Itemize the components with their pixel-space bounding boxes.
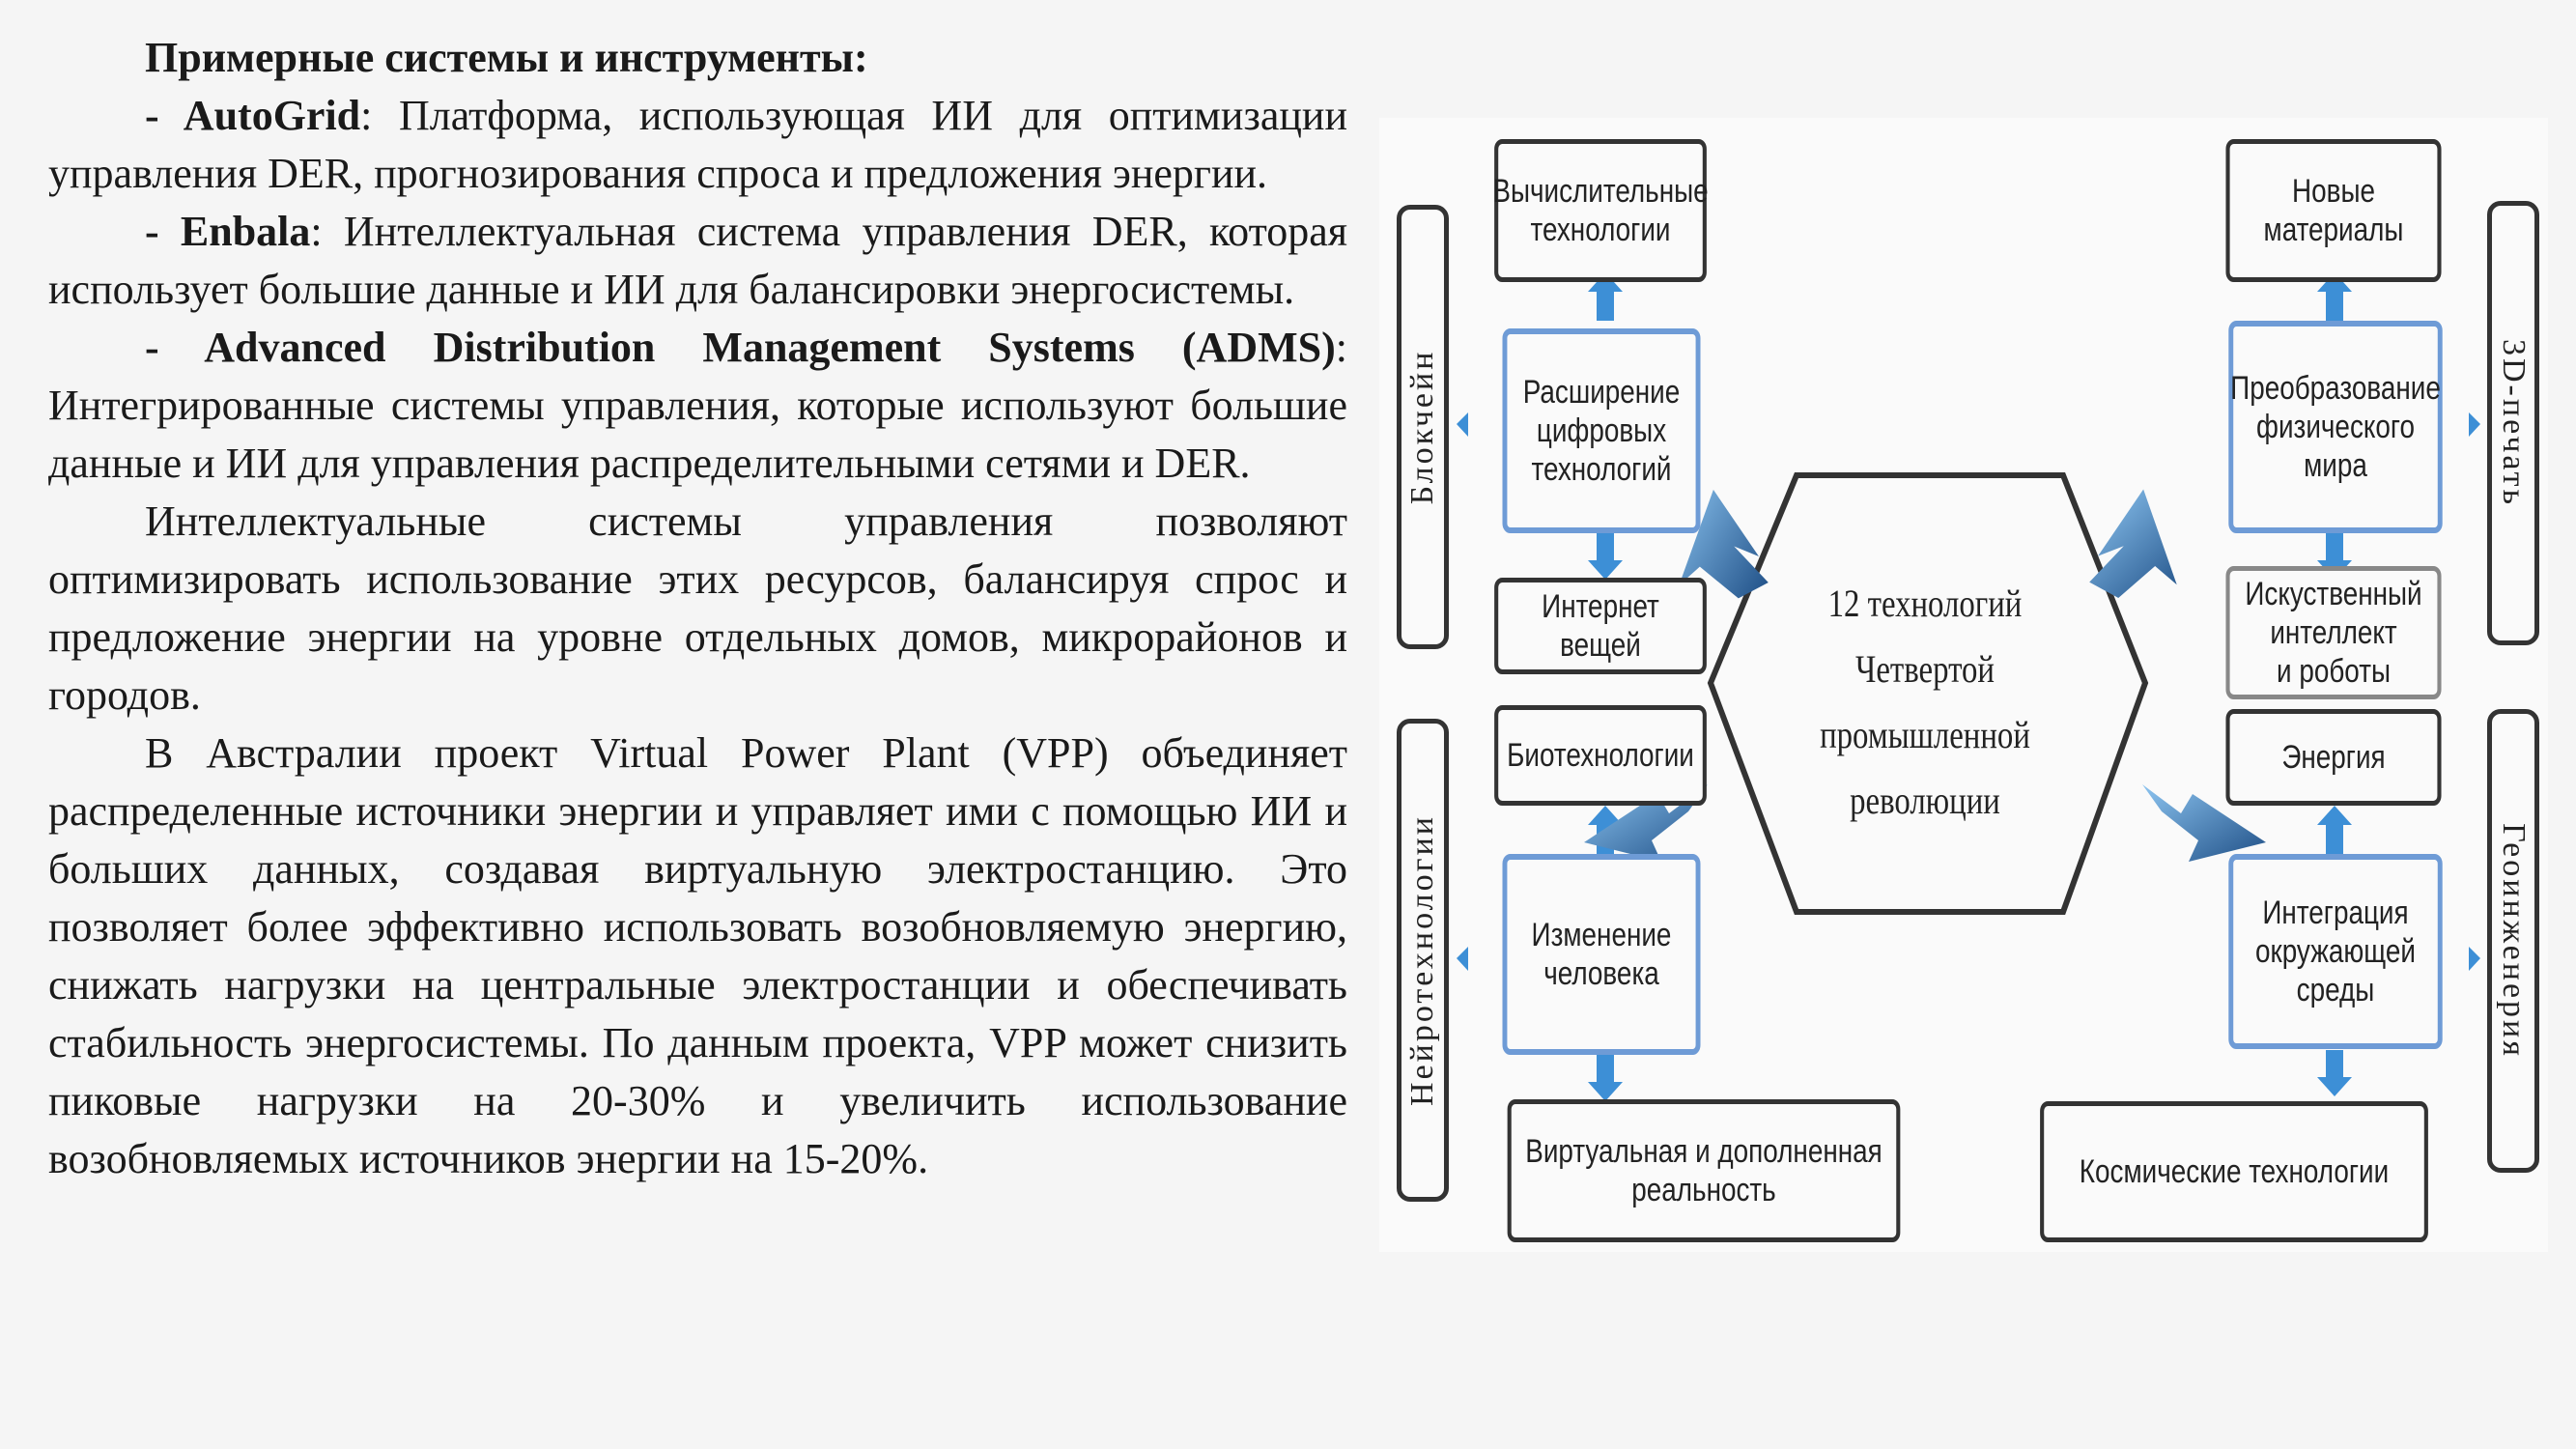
adms-term: - Advanced Distribution Management Syste… [145, 324, 1336, 371]
arrow-down-iot-head-icon [1588, 560, 1623, 580]
new-materials-label: Новые материалы [2263, 172, 2404, 248]
autogrid-term: - AutoGrid [145, 92, 361, 139]
paragraph-intelligent-systems: Интеллектуальные системы управления позв… [48, 497, 1347, 719]
biotech-box: Биотехнологии [1494, 705, 1707, 806]
energy-label: Энергия [2281, 738, 2386, 776]
human-change-box: Изменение человека [1502, 854, 1701, 1055]
arrow-up-materials-head-icon [2317, 272, 2352, 292]
section-heading: Примерные системы и инструменты: [145, 34, 868, 81]
arrow-left-neuro-icon [1457, 947, 1468, 971]
diag-arrow-top-left-icon [1679, 489, 1769, 599]
arrow-down-vr-icon [1597, 1055, 1614, 1089]
center-hexagon [1707, 472, 2149, 915]
paragraph-adms: - Advanced Distribution Management Syste… [48, 319, 1347, 493]
arrow-up-energy-head-icon [2317, 806, 2352, 825]
enbala-description: : Интеллектуальная система управления DE… [48, 208, 1348, 313]
center-label: 12 технологий Четвертой промышленной рев… [1795, 562, 2056, 842]
computing-tech-box: Вычислительные технологии [1492, 139, 1709, 282]
space-tech-box: Космические технологии [2040, 1101, 2428, 1242]
diag-arrow-bottom-left-icon [1584, 784, 1708, 862]
physical-world-box: Преобразование физического мира [2228, 321, 2443, 533]
enbala-term: - Enbala [145, 208, 311, 255]
iot-box: Интернет вещей [1494, 578, 1707, 674]
diagram-connectors [1457, 272, 2480, 1101]
arrow-down-space-icon [2326, 1050, 2343, 1084]
paragraph-vpp: В Австралии проект Virtual Power Plant (… [48, 729, 1347, 1182]
new-materials-box: Новые материалы [2225, 139, 2442, 282]
iot-label: Интернет вещей [1542, 587, 1659, 664]
blockchain-bar: Блокчейн [1397, 205, 1449, 649]
arrow-down-space-head-icon [2317, 1077, 2352, 1096]
paragraph-enbala: - Enbala: Интеллектуальная система управ… [48, 203, 1347, 319]
neurotech-bar: Нейротехнологии [1397, 719, 1449, 1202]
physical-world-label: Преобразование физического мира [2230, 369, 2441, 485]
arrow-up-computing-head-icon [1588, 272, 1623, 292]
vr-ar-label: Виртуальная и дополненная реальность [1525, 1132, 1882, 1208]
digital-expansion-box: Расширение цифровых технологий [1502, 328, 1701, 533]
autogrid-description: : Платформа, использующая ИИ для оптимиз… [48, 92, 1347, 197]
geoengineering-label: Геоинженерия [2496, 823, 2532, 1059]
3d-printing-label: 3D-печать [2496, 339, 2532, 507]
arrow-right-3d-icon [2469, 412, 2480, 437]
arrow-down-ai-icon [2326, 533, 2343, 567]
computing-tech-label: Вычислительные технологии [1492, 172, 1709, 248]
arrow-down-vr-head-icon [1588, 1082, 1623, 1101]
human-change-label: Изменение человека [1531, 916, 1672, 992]
vr-ar-box: Виртуальная и дополненная реальность [1507, 1099, 1901, 1242]
diag-arrow-top-right-icon [2089, 489, 2177, 599]
industry-4-diagram: Блокчейн Нейротехнологии 3D-печать Геоин… [1379, 118, 2548, 1252]
adms-description: : Интегрированные системы управления, ко… [48, 324, 1347, 487]
paragraph-autogrid: - AutoGrid: Платформа, использующая ИИ д… [48, 87, 1347, 203]
3d-printing-bar: 3D-печать [2487, 201, 2539, 645]
digital-expansion-label: Расширение цифровых технологий [1522, 373, 1681, 489]
environment-box: Интеграция окружающей среды [2228, 854, 2443, 1049]
diagonal-arrows [1584, 489, 2266, 862]
body-text: Примерные системы и инструменты: - AutoG… [48, 29, 1347, 1188]
environment-label: Интеграция окружающей среды [2255, 894, 2416, 1009]
blockchain-label: Блокчейн [1404, 349, 1440, 505]
arrow-up-biotech-head-icon [1588, 806, 1623, 825]
ai-robots-box: Искуственный интеллект и роботы [2225, 566, 2442, 699]
arrow-down-iot-icon [1597, 533, 1614, 567]
space-tech-label: Космические технологии [2079, 1152, 2390, 1190]
center-label-text: 12 технологий Четвертой промышленной рев… [1820, 582, 2030, 822]
arrow-left-blockchain-icon [1457, 412, 1468, 437]
arrow-right-geo-icon [2469, 947, 2480, 971]
biotech-label: Биотехнологии [1507, 736, 1694, 774]
ai-robots-label: Искуственный интеллект и роботы [2245, 575, 2422, 691]
diag-arrow-bottom-right-icon [2142, 784, 2266, 862]
neurotech-label: Нейротехнологии [1404, 814, 1440, 1106]
geoengineering-bar: Геоинженерия [2487, 709, 2539, 1173]
energy-box: Энергия [2225, 709, 2442, 806]
